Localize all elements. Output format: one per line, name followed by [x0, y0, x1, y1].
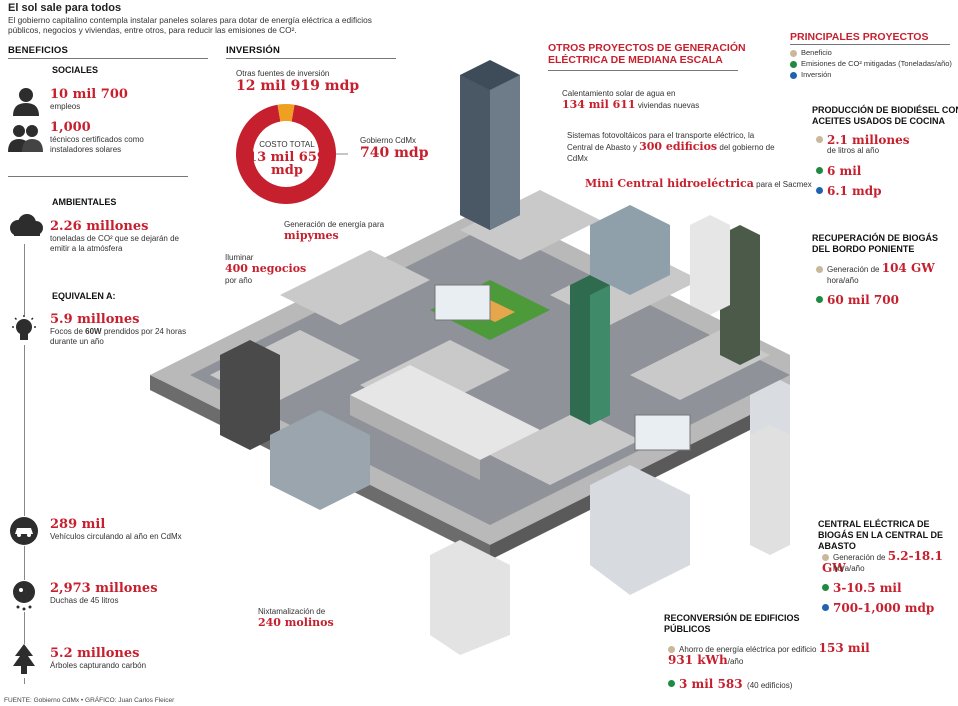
otras-value: 12 mil 919 mdp	[236, 78, 360, 94]
city-illustration	[150, 60, 790, 655]
otras-label: Otras fuentes de inversión	[236, 69, 330, 78]
footer-source: FUENTE: Gobierno CdMx • GRÁFICO: Juan Ca…	[4, 697, 175, 704]
otros-heading: OTROS PROYECTOS DE GENERACIÓN ELÉCTRICA …	[548, 42, 746, 66]
sociales-value-1: 10 mil 700	[50, 87, 128, 102]
donut-slice-gobierno	[277, 104, 295, 122]
biodiesel-heading: PRODUCCIÓN DE BIODIÉSEL CON ACEITES USAD…	[812, 105, 958, 126]
biodiesel-beneficio: 2.1 millones	[816, 131, 910, 149]
reconversion-heading: RECONVERSIÓN DE EDIFICIOS PÚBLICOS	[664, 613, 800, 634]
legend: Beneficio Emisiones de CO² mitigadas (To…	[790, 47, 952, 80]
ambientales-value: 2.26 millones	[50, 219, 149, 234]
equivalen-value-2: 289 mil	[50, 517, 106, 532]
abasto-beneficio-text: hora/año	[833, 564, 865, 573]
sociales-value-2: 1,000	[50, 120, 91, 135]
page-description: El gobierno capitalino contempla instala…	[8, 15, 372, 35]
bordo-beneficio-text: hora/año	[827, 276, 859, 285]
bordo-heading: RECUPERACIÓN DE BIOGÁS DEL BORDO PONIENT…	[812, 233, 939, 254]
bulb-icon	[10, 315, 38, 345]
legend-item: Emisiones de CO² mitigadas (Toneladas/añ…	[790, 58, 952, 69]
principales-heading: PRINCIPALES PROYECTOS	[790, 31, 929, 43]
gobierno-label: Gobierno CdMx	[360, 136, 417, 145]
equivalen-value-4: 5.2 millones	[50, 646, 140, 661]
callout-mini-central: Mini Central hidroeléctrica para el Sacm…	[585, 177, 812, 190]
biodiesel-inversion: 6.1 mdp	[816, 182, 882, 200]
equivalen-text-3: Duchas de 45 litros	[50, 596, 119, 605]
shower-icon	[9, 580, 39, 612]
ambientales-heading: AMBIENTALES	[52, 197, 117, 207]
page-title: El sol sale para todos	[8, 2, 122, 14]
abasto-heading: CENTRAL ELÉCTRICA DE BIOGÁS EN LA CENTRA…	[818, 519, 944, 551]
gobierno-value: 740 mdp	[360, 145, 429, 161]
abasto-inversion: 700-1,000 mdp	[822, 599, 934, 617]
legend-item: Beneficio	[790, 47, 952, 58]
abasto-emisiones: 3-10.5 mil	[822, 579, 902, 597]
reconversion-emisiones: 3 mil 583 (40 edificios)	[668, 675, 792, 693]
biodiesel-beneficio-text: de litros al año	[827, 146, 880, 155]
abasto-beneficio: Generación de 5.2-18.1 GW	[822, 549, 943, 575]
biodiesel-emisiones: 6 mil	[816, 162, 861, 180]
equivalen-heading: EQUIVALEN A:	[52, 291, 116, 301]
total-value: 13 mil 659 mdp	[248, 150, 326, 178]
legend-item: Inversión	[790, 69, 952, 80]
equivalen-value-3: 2,973 millones	[50, 581, 158, 596]
sociales-heading: SOCIALES	[52, 65, 99, 75]
beneficios-heading: BENEFICIOS	[8, 45, 69, 56]
cloud-icon	[8, 212, 44, 240]
tree-icon	[11, 644, 37, 678]
people-icon	[8, 122, 44, 152]
equivalen-value-1: 5.9 millones	[50, 312, 140, 327]
inversion-heading: INVERSIÓN	[226, 45, 281, 56]
sociales-text-2: técnicos certificados como instaladores …	[50, 135, 144, 154]
ambientales-text: toneladas de CO² que se dejarán de emiti…	[50, 234, 179, 253]
equivalen-text-1: Focos de 60W prendidos por 24 horas dura…	[50, 327, 187, 346]
person-icon	[10, 86, 42, 116]
callout-sistemas: Sistemas fotovoltáicos para el transport…	[567, 131, 775, 163]
equivalen-text-2: Vehículos circulando al año en CdMx	[50, 532, 182, 541]
inversion-donut	[236, 104, 348, 204]
equivalen-text-4: Árboles capturando carbón	[50, 661, 147, 670]
reconversion-beneficio: Ahorro de energía eléctrica por edificio…	[668, 641, 870, 667]
donut-slice-otras	[236, 104, 336, 204]
car-icon	[9, 516, 39, 546]
bordo-emisiones: 60 mil 700	[816, 291, 899, 309]
sociales-text-1: empleos	[50, 102, 81, 111]
total-label: COSTO TOTAL	[259, 140, 315, 149]
bordo-beneficio: Generación de 104 GW	[816, 262, 935, 275]
